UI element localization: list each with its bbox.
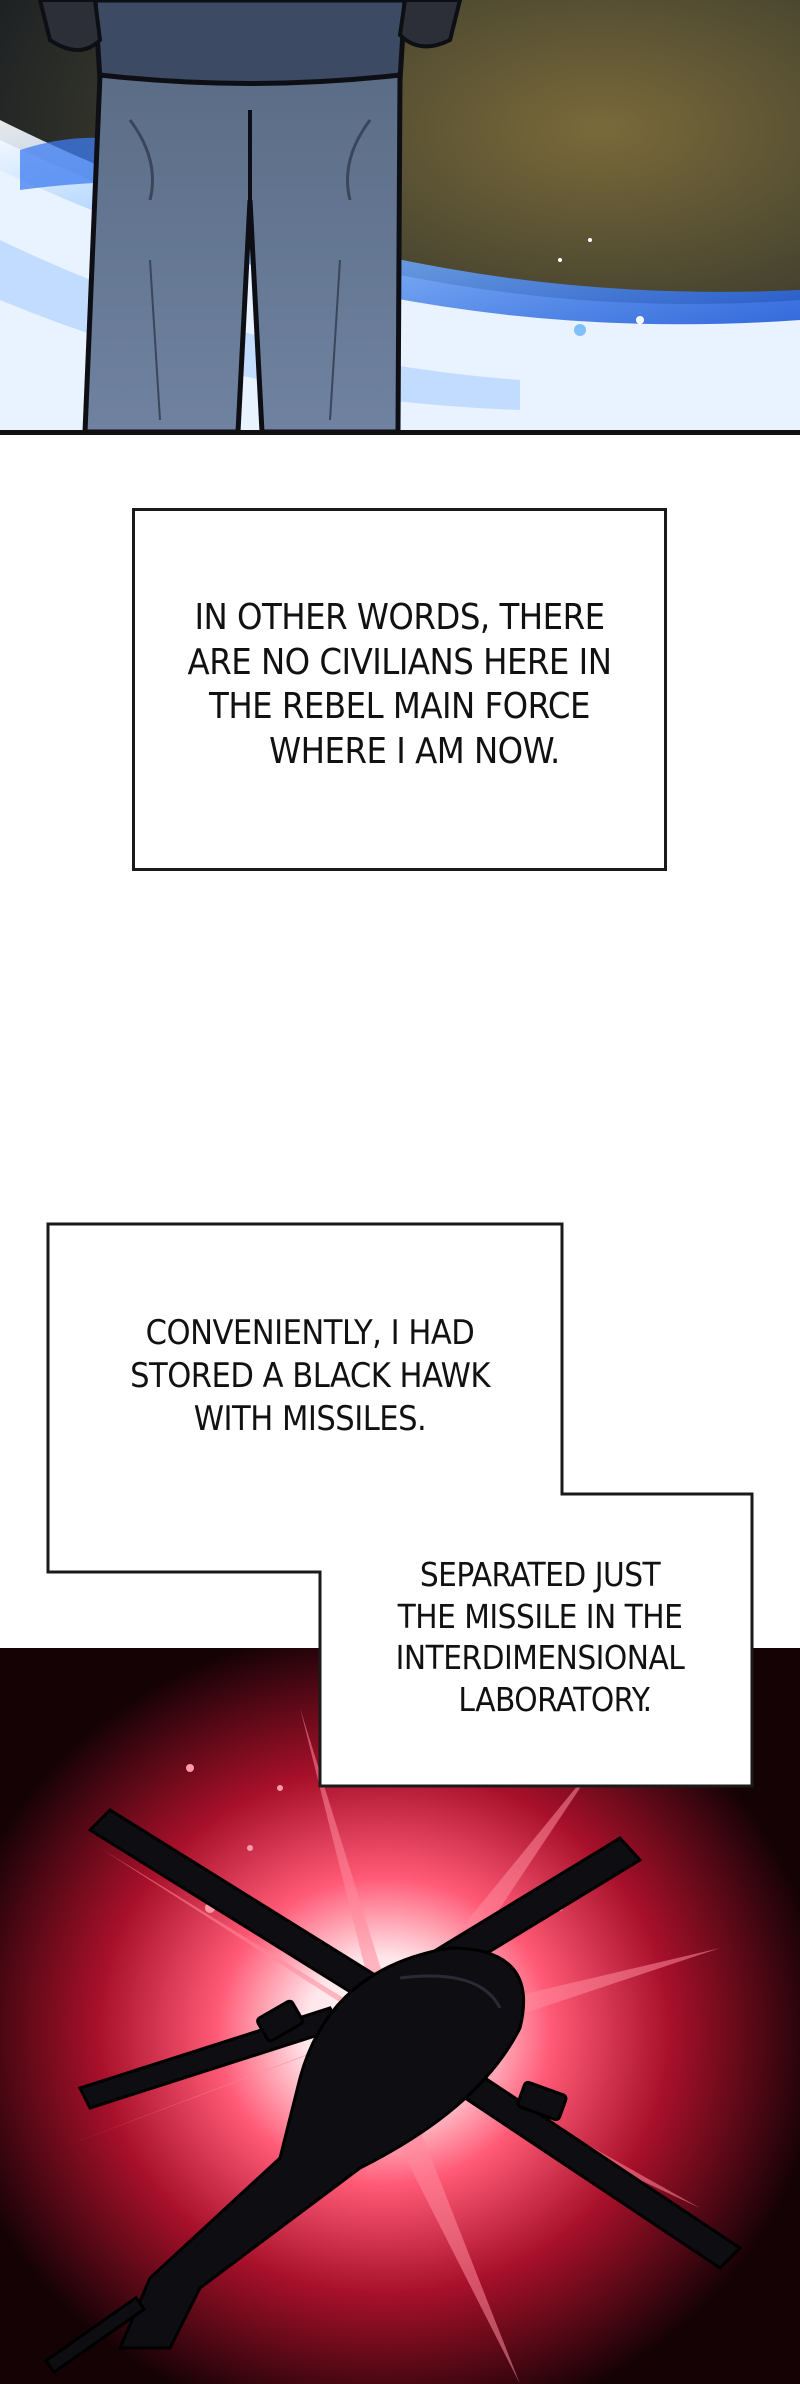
- character-legs-art: [0, 0, 800, 432]
- caption-line: WHERE I AM NOW.: [269, 730, 560, 772]
- caption-line: LABORATORY.: [458, 1679, 652, 1719]
- helicopter-silhouette: [43, 1808, 743, 2375]
- bottom-panel-illustration: [0, 1648, 800, 2384]
- caption-line: INTERDIMENSIONAL: [395, 1638, 685, 1678]
- caption-line: WITH MISSILES.: [193, 1398, 427, 1439]
- caption-box-civilians: IN OTHER WORDS, THERE ARE NO CIVILIANS H…: [132, 508, 667, 871]
- caption-line: SEPARATED JUST: [419, 1555, 661, 1594]
- caption-box-missile: SEPARATED JUST THE MISSILE IN THE INTERD…: [360, 1554, 720, 1720]
- caption-line: CONVENIENTLY, I HAD: [145, 1313, 475, 1353]
- caption-line: STORED A BLACK HAWK: [130, 1355, 490, 1396]
- caption-line: IN OTHER WORDS, THERE: [194, 597, 605, 638]
- caption-line: THE REBEL MAIN FORCE: [209, 686, 590, 728]
- caption-line: ARE NO CIVILIANS HERE IN: [187, 641, 612, 683]
- panel-divider: [0, 430, 800, 435]
- caption-line: THE MISSILE IN THE: [397, 1596, 683, 1636]
- top-panel-illustration: [0, 0, 800, 432]
- caption-box-black-hawk: CONVENIENTLY, I HAD STORED A BLACK HAWK …: [60, 1312, 560, 1440]
- black-hawk-helicopter-art: [0, 1648, 800, 2384]
